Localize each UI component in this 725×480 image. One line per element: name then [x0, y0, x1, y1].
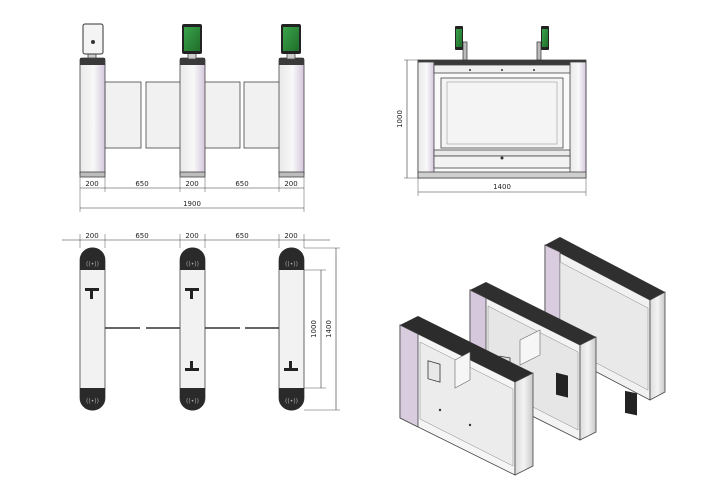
cabinet-top-left: ((•)) ((•))	[79, 247, 106, 411]
glass-panel	[243, 81, 281, 149]
glass-panel	[104, 81, 142, 149]
pillar-right	[278, 24, 305, 178]
top-view: ((•)) ((•)) ((•)) ((•)) ((•)) ((•))	[62, 232, 340, 411]
front-dim-5: 200	[284, 180, 297, 188]
pillar-center	[179, 24, 206, 178]
iso-unit-front	[399, 316, 534, 476]
top-outer-height-dim: 1400	[325, 320, 333, 338]
svg-text:((•)): ((•))	[186, 261, 199, 268]
top-inner-height-dim: 1000	[310, 320, 318, 338]
front-overall-dim: 1900	[183, 200, 201, 208]
glass-panel	[203, 81, 241, 149]
front-dim-1: 200	[85, 180, 98, 188]
face-reader-device	[82, 23, 104, 55]
top-dim-1: 200	[85, 232, 98, 240]
top-dim-3: 200	[185, 232, 198, 240]
svg-text:((•)): ((•))	[86, 398, 99, 405]
svg-text:((•)): ((•))	[285, 261, 298, 268]
side-width-dim: 1400	[493, 183, 511, 191]
svg-text:((•)): ((•))	[86, 261, 99, 268]
face-reader-screen	[625, 390, 637, 416]
top-dim-2: 650	[135, 232, 148, 240]
front-dim-2: 650	[135, 180, 148, 188]
svg-text:((•)): ((•))	[186, 398, 199, 405]
top-dim-5: 200	[284, 232, 297, 240]
svg-text:((•)): ((•))	[285, 398, 298, 405]
front-dim-4: 650	[235, 180, 248, 188]
front-view: 200 650 200 650 200 1900	[79, 23, 305, 212]
side-view: 1000 1400	[396, 26, 587, 196]
face-reader-screen	[556, 372, 568, 398]
front-dim-3: 200	[185, 180, 198, 188]
iso-unit-back	[544, 237, 666, 416]
isometric-view	[399, 237, 666, 476]
cabinet-top-center: ((•)) ((•))	[179, 247, 206, 411]
side-height-dim: 1000	[396, 110, 404, 128]
top-dim-4: 650	[235, 232, 248, 240]
glass-panel	[145, 81, 183, 149]
pillar-left	[79, 23, 106, 178]
cabinet-top-right: ((•)) ((•))	[278, 247, 305, 411]
